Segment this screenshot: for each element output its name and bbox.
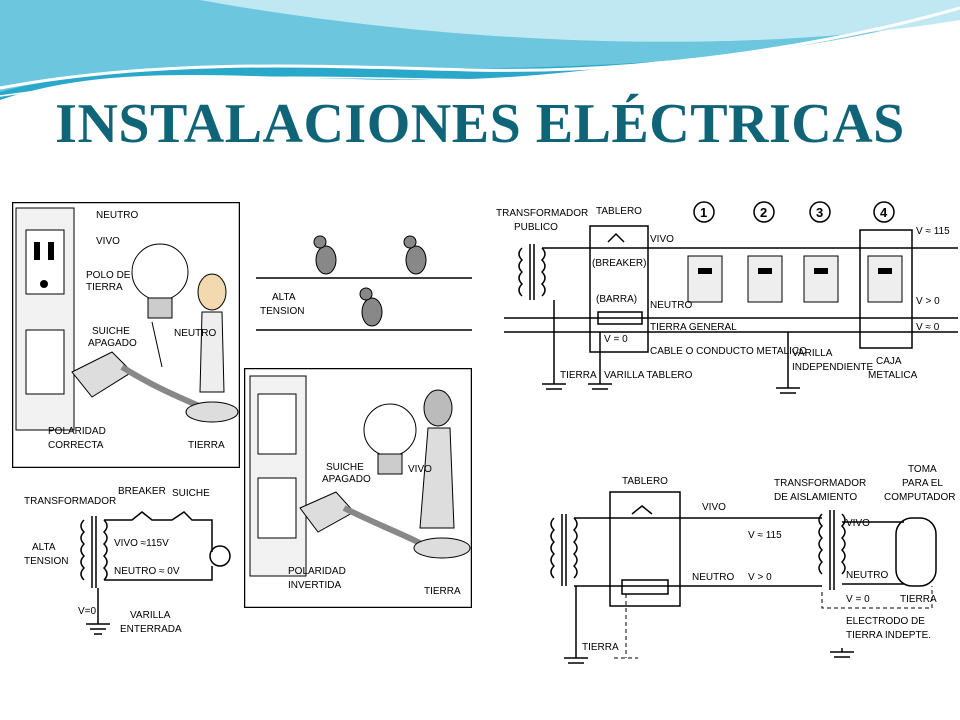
bird-icon <box>359 287 383 327</box>
label-suiche-1: SUICHE <box>92 326 130 337</box>
label-vapprox0: V ≈ 0 <box>916 322 940 333</box>
badge-3: 3 <box>816 205 823 220</box>
label-trans-1: TRANSFORMADOR <box>774 478 866 489</box>
badge-2: 2 <box>760 205 767 220</box>
outlet-icon <box>747 255 783 303</box>
label-v115: V ≈ 115 <box>916 226 950 237</box>
label-vivo: VIVO <box>96 236 120 247</box>
label-polaridad-1: POLARIDAD <box>48 426 106 437</box>
label-tierra: TIERRA <box>424 586 461 597</box>
label-vivo: VIVO <box>408 464 432 475</box>
label-neutro: NEUTRO <box>96 210 138 221</box>
polarity-inverted-diagram: SUICHE APAGADO VIVO POLARIDAD INVERTIDA … <box>244 368 472 608</box>
label-neutro: NEUTRO <box>692 572 734 583</box>
label-neutro: NEUTRO ≈ 0V <box>114 566 180 577</box>
label-polaridad-2: CORRECTA <box>48 440 104 451</box>
label-toma-2: PARA EL <box>902 478 943 489</box>
outlet-icon <box>803 255 839 303</box>
label-varilla-1: VARILLA <box>130 610 171 621</box>
label-electrodo-1: ELECTRODO DE <box>846 616 925 627</box>
label-neutro: NEUTRO <box>650 300 692 311</box>
polarity-correct-diagram: NEUTRO VIVO POLO DE TIERRA SUICHE APAGAD… <box>12 202 240 468</box>
label-publico: PUBLICO <box>514 222 558 233</box>
label-tierra: TIERRA <box>582 642 619 653</box>
label-neutro-2: NEUTRO <box>846 570 888 581</box>
label-polo-2: TIERRA <box>86 282 123 293</box>
label-trans-2: DE AISLAMIENTO <box>774 492 857 503</box>
label-barra: (BARRA) <box>596 294 637 305</box>
badge-4: 4 <box>880 205 888 220</box>
label-v0: V=0 <box>78 606 97 617</box>
label-varilla-ind-2: INDEPENDIENTE <box>792 362 873 373</box>
label-vivo: VIVO <box>702 502 726 513</box>
label-alta: ALTA <box>272 292 296 303</box>
label-varilla-ind-1: VARILLA <box>792 348 833 359</box>
bird-icon <box>403 235 427 275</box>
grounding-schematic-diagram: 1 2 3 4 TRANSFORMADOR PUBLICO TABLERO (B… <box>492 196 958 402</box>
label-polaridad-1: POLARIDAD <box>288 566 346 577</box>
label-tierra-2: TIERRA <box>900 594 937 605</box>
label-caja-2: METALICA <box>868 370 918 381</box>
label-neutro-2: NEUTRO <box>174 328 216 339</box>
label-vgt0: V > 0 <box>916 296 940 307</box>
label-transformador: TRANSFORMADOR <box>496 208 588 219</box>
label-v115: V ≈ 115 <box>748 530 782 541</box>
label-electrodo-2: TIERRA INDEPTE. <box>846 630 931 641</box>
label-suiche-2: APAGADO <box>88 338 137 349</box>
label-vivo: VIVO ≈115V <box>114 538 169 549</box>
label-vivo: VIVO <box>650 234 674 245</box>
label-alta: ALTA <box>32 542 56 553</box>
label-cable: CABLE O CONDUCTO METALICO <box>650 346 807 357</box>
label-caja-1: CAJA <box>876 356 902 367</box>
label-varilla-2: ENTERRADA <box>120 624 182 635</box>
label-varilla-tablero: VARILLA TABLERO <box>604 370 693 381</box>
page-title: INSTALACIONES ELÉCTRICAS <box>55 93 905 155</box>
label-polaridad-2: INVERTIDA <box>288 580 341 591</box>
outlet-icon <box>687 255 723 303</box>
label-v0: V = 0 <box>604 334 628 345</box>
label-polo-1: POLO DE <box>86 270 131 281</box>
label-suiche-1: SUICHE <box>326 462 364 473</box>
label-tension: TENSION <box>24 556 68 567</box>
label-vgt0: V > 0 <box>748 572 772 583</box>
bird-icon <box>313 235 337 275</box>
label-suiche-2: APAGADO <box>322 474 371 485</box>
badge-1: 1 <box>700 205 707 220</box>
label-tension: TENSION <box>260 306 304 317</box>
high-tension-birds-diagram: ALTA TENSION <box>244 202 472 366</box>
label-v0: V = 0 <box>846 594 870 605</box>
outlet-icon <box>867 255 903 303</box>
label-breaker: (BREAKER) <box>592 258 646 269</box>
label-toma-1: TOMA <box>908 464 937 475</box>
header-wave <box>0 0 960 100</box>
label-tablero: TABLERO <box>596 206 642 217</box>
basic-circuit-diagram: TRANSFORMADOR BREAKER SUICHE ALTA TENSIO… <box>12 476 240 646</box>
label-breaker: BREAKER <box>118 486 166 497</box>
label-toma-3: COMPUTADOR <box>884 492 955 503</box>
label-tablero: TABLERO <box>622 476 668 487</box>
label-tierra: TIERRA <box>188 440 225 451</box>
label-tierra: TIERRA <box>560 370 597 381</box>
isolation-transformer-diagram: TABLERO VIVO V ≈ 115 NEUTRO V > 0 TIERRA… <box>512 462 958 672</box>
label-tierra-general: TIERRA GENERAL <box>650 322 737 333</box>
label-suiche: SUICHE <box>172 488 210 499</box>
label-transformador: TRANSFORMADOR <box>24 496 116 507</box>
label-vivo-2: VIVO <box>846 518 870 529</box>
